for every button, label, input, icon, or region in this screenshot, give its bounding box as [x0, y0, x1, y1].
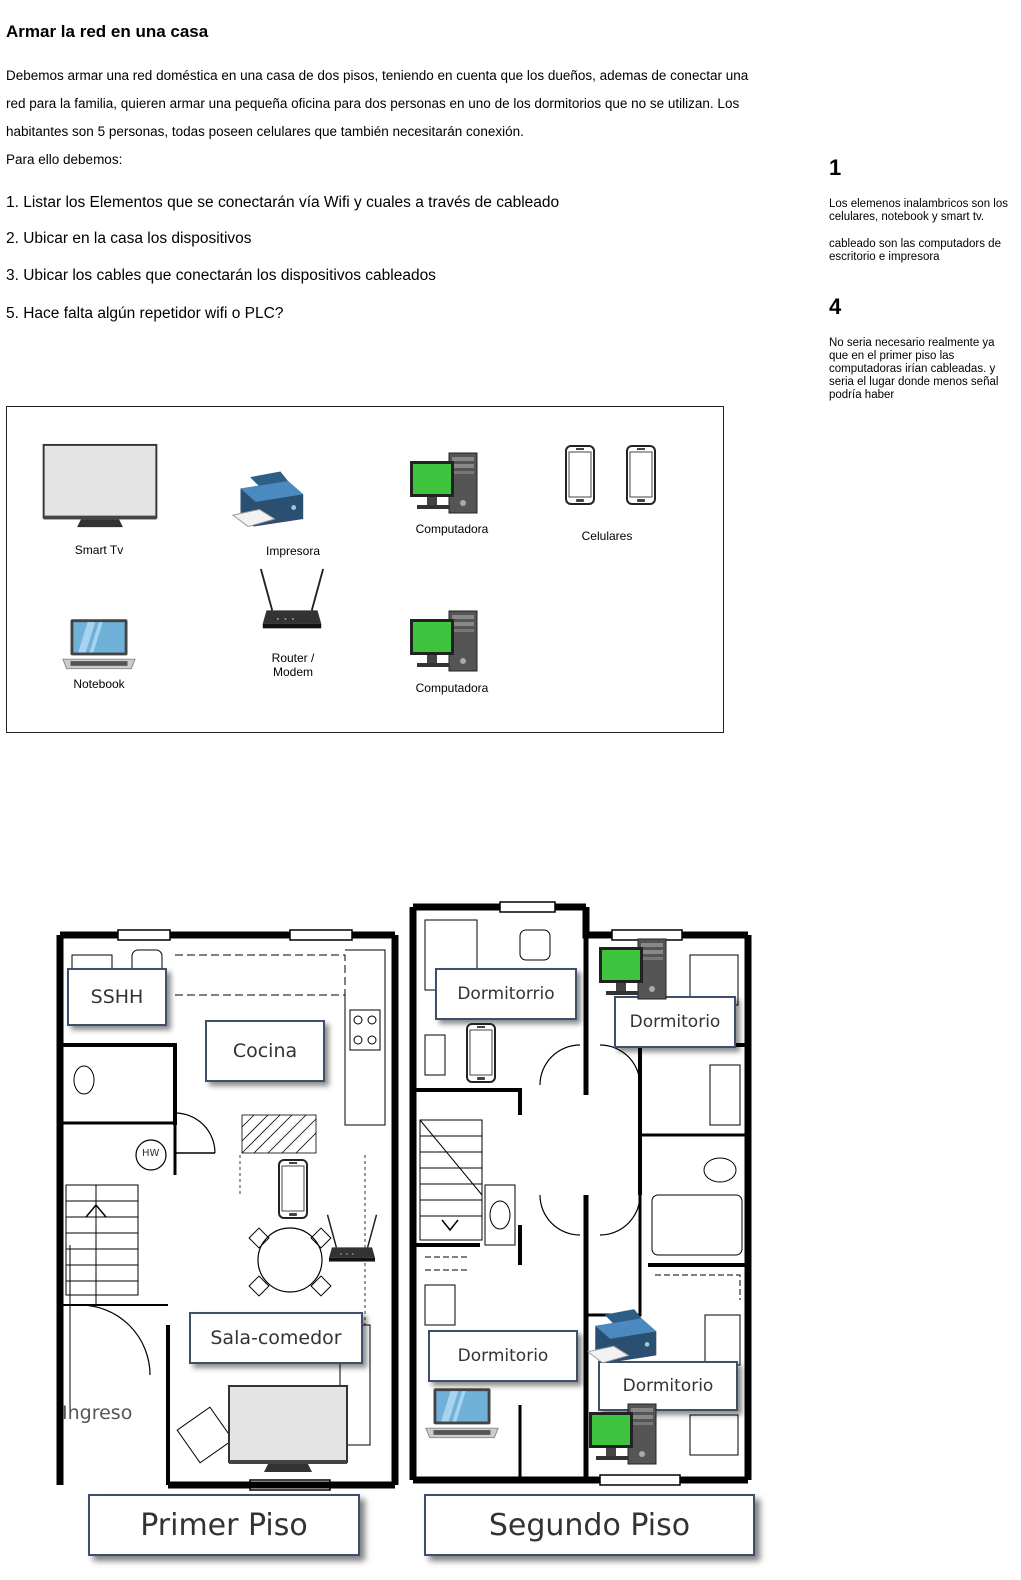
floor-title: Segundo Piso [424, 1494, 755, 1556]
phone-icon[interactable] [565, 445, 595, 505]
legend-caption: Impresora [265, 544, 321, 558]
intro-line: red para la familia, quieren armar una p… [6, 96, 740, 111]
laptop-icon[interactable] [61, 617, 137, 671]
legend-caption: Smart Tv [74, 543, 124, 557]
phone-icon[interactable] [466, 1023, 496, 1083]
device-legend: Smart Tv Impresora Computadora Celulares… [6, 406, 724, 733]
legend-caption: Computadora [415, 681, 489, 695]
room-label: Dormitorio [428, 1330, 578, 1382]
water-heater-label: HW [142, 1148, 160, 1159]
room-label: SSHH [67, 968, 167, 1026]
tv-icon[interactable] [41, 443, 159, 529]
legend-caption: Notebook [73, 677, 125, 691]
document-title: Armar la red en una casa [6, 22, 209, 41]
router-icon[interactable] [259, 567, 325, 635]
task-item: 3. Ubicar los cables que conectarán los … [6, 267, 436, 284]
tv-icon[interactable] [228, 1378, 348, 1480]
floor-title: Primer Piso [88, 1494, 360, 1556]
room-label: Dormitorio [598, 1361, 738, 1411]
legend-caption: Router / Modem [271, 651, 315, 679]
answer-number: 4 [829, 294, 842, 319]
printer-icon[interactable] [586, 1306, 660, 1366]
desktop-computer-icon[interactable] [409, 609, 479, 673]
intro-line: Para ello debemos: [6, 152, 123, 167]
desktop-computer-icon[interactable] [598, 937, 668, 1001]
legend-caption: Celulares [581, 529, 633, 543]
intro-line: Debemos armar una red doméstica en una c… [6, 68, 749, 83]
intro-line: habitantes son 5 personas, todas poseen … [6, 124, 524, 139]
room-label: Ingreso [62, 1402, 133, 1424]
room-label: Sala-comedor [189, 1312, 363, 1364]
floor-plan-drawing [56, 901, 752, 1491]
desktop-computer-icon[interactable] [409, 451, 479, 515]
laptop-icon[interactable] [424, 1386, 500, 1440]
printer-icon[interactable] [231, 469, 307, 529]
task-item: 5. Hace falta algún repetidor wifi o PLC… [6, 305, 284, 322]
answer-number: 1 [829, 155, 842, 180]
answer-paragraph: cableado son las computadors de escritor… [829, 238, 1001, 263]
desktop-computer-icon[interactable] [588, 1402, 658, 1466]
task-item: 1. Listar los Elementos que se conectará… [6, 194, 560, 211]
legend-caption: Computadora [415, 522, 489, 536]
room-label: Dormitorio [614, 996, 736, 1048]
router-icon[interactable] [326, 1206, 378, 1274]
phone-icon[interactable] [278, 1159, 308, 1219]
room-label: Cocina [205, 1020, 325, 1082]
answer-paragraph: Los elemenos inalambricos son los celula… [829, 198, 1008, 223]
phone-icon[interactable] [626, 445, 656, 505]
room-label: Dormitorrio [435, 968, 577, 1020]
task-item: 2. Ubicar en la casa los dispositivos [6, 230, 252, 247]
answer-paragraph: No seria necesario realmente ya que en e… [829, 337, 999, 401]
